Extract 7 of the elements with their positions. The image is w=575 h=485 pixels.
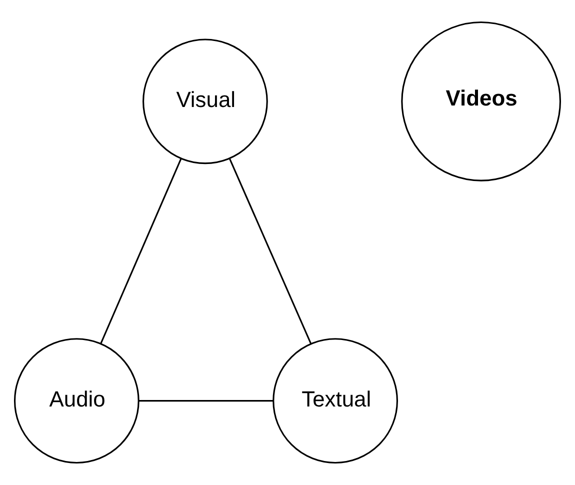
connector	[138, 400, 274, 402]
node-circle: Videos	[401, 21, 562, 182]
node-circle: Textual	[272, 338, 398, 464]
connector	[228, 158, 312, 344]
node-circle: Visual	[142, 38, 268, 164]
node-circle: Audio	[14, 338, 140, 464]
connector	[100, 158, 182, 344]
